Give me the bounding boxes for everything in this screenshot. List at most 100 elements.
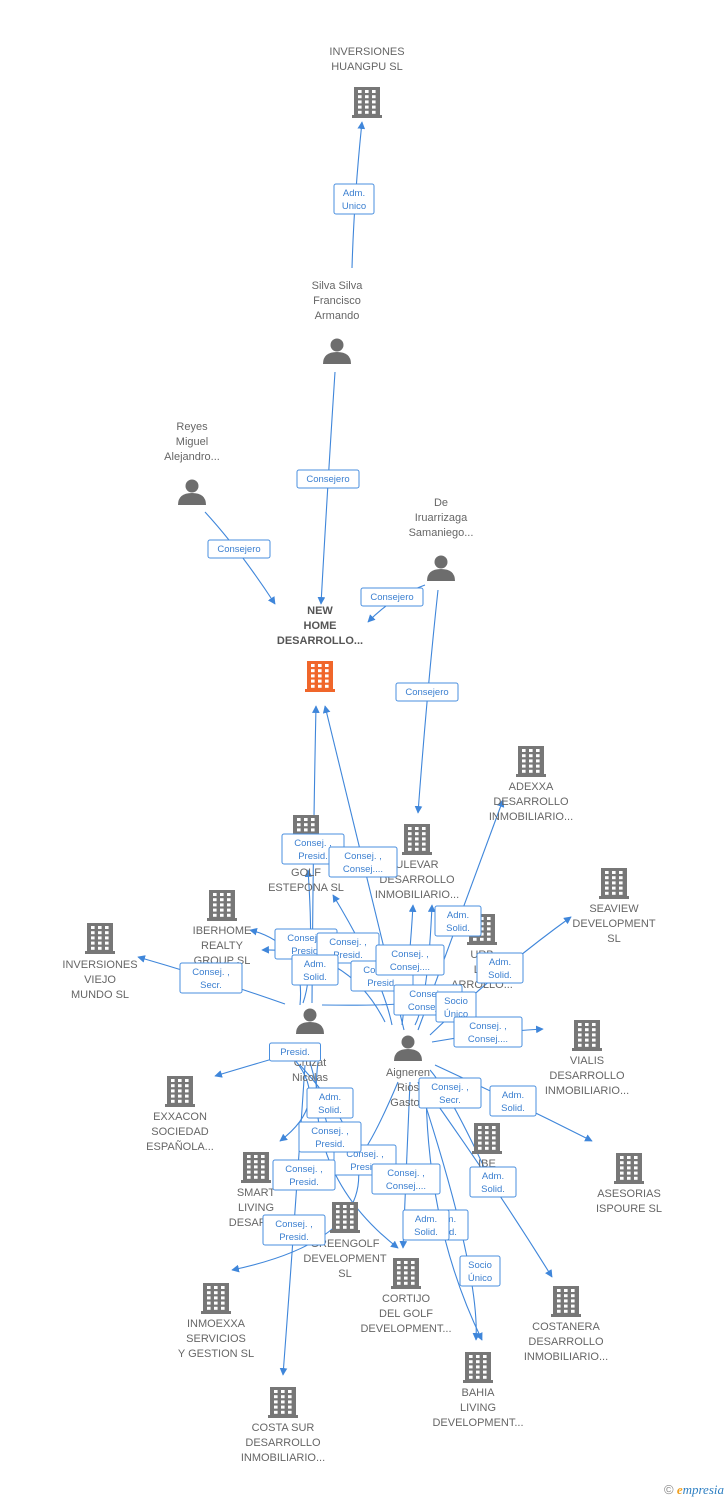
person-icon[interactable] [178, 479, 206, 506]
edge-label-text: Consej. , [431, 1082, 469, 1093]
edge-label-aigneren-to-bahia[interactable]: Adm.Solid. [402, 1209, 450, 1241]
edge-label-box[interactable] [296, 469, 360, 489]
edge-label-aigneren-to-asesorias[interactable]: Adm.Solid. [489, 1085, 537, 1117]
edge-label-box[interactable] [489, 1085, 537, 1117]
building-icon[interactable] [516, 746, 546, 777]
person-icon[interactable] [394, 1035, 422, 1062]
node-boulevar[interactable]: ULEVARDESARROLLOINMOBILIARIO... [375, 824, 459, 901]
person-icon[interactable] [427, 555, 455, 582]
building-icon[interactable] [599, 868, 629, 899]
edge-label-cruzat-to-costasur[interactable]: Consej. ,Presid. [262, 1214, 326, 1246]
node-label-line: LIVING [238, 1202, 274, 1214]
edge-label-deiru-to-newhome[interactable]: Consejero [360, 587, 424, 607]
building-icon[interactable] [305, 661, 335, 692]
edge-label-box[interactable] [418, 1077, 482, 1109]
edge-label-reyes-to-newhome[interactable]: Consejero [207, 539, 271, 559]
building-icon[interactable] [402, 824, 432, 855]
building-icon[interactable] [472, 1123, 502, 1154]
edge-label-box[interactable] [434, 905, 482, 937]
edge-label-box[interactable] [179, 962, 243, 994]
node-label-line: EXXACON [153, 1111, 207, 1123]
building-icon[interactable] [352, 87, 382, 118]
building-icon[interactable] [201, 1283, 231, 1314]
node-label-line: DESARROLLO [549, 1070, 625, 1082]
person-icon[interactable] [296, 1008, 324, 1035]
node-vialis[interactable]: VIALISDESARROLLOINMOBILIARIO... [545, 1020, 629, 1097]
building-icon[interactable] [241, 1152, 271, 1183]
edge-label-aigneren-to-boulevar[interactable]: Consej. ,Consej.... [375, 944, 445, 976]
node-label-line: COSTA SUR [252, 1422, 315, 1434]
building-icon[interactable] [85, 923, 115, 954]
node-label-line: INMOBILIARIO... [489, 811, 573, 823]
edge-label-aigneren-to-costanera[interactable]: Adm.Solid. [469, 1166, 517, 1198]
building-icon[interactable] [391, 1258, 421, 1289]
building-icon[interactable] [614, 1153, 644, 1184]
edge-label-text: Secr. [439, 1095, 461, 1106]
building-icon[interactable] [268, 1387, 298, 1418]
building-icon[interactable] [330, 1202, 360, 1233]
edge-label-aigneren-to-newhome[interactable]: Consej. ,Consej.... [328, 846, 398, 878]
edge-label-box[interactable] [476, 952, 524, 984]
edge-label-box[interactable] [402, 1209, 450, 1241]
edge-label-box[interactable] [459, 1255, 501, 1287]
edge-label-aigneren-to-cortijo[interactable]: Consej. ,Consej.... [371, 1163, 441, 1195]
edge-label-cruzat-to-cortijo[interactable]: Consej. ,Presid. [272, 1159, 336, 1191]
edge-label-cruzat-to-smart[interactable]: Adm.Solid. [306, 1087, 354, 1119]
node-costasur[interactable]: COSTA SURDESARROLLOINMOBILIARIO... [241, 1387, 325, 1464]
edge-label-box[interactable] [453, 1016, 523, 1048]
edge-label-box[interactable] [360, 587, 424, 607]
empresia-logo[interactable]: © empresia [664, 1482, 724, 1498]
node-exxacon[interactable]: EXXACONSOCIEDADESPAÑOLA... [146, 1076, 214, 1153]
edge-label-cruzat-to-greengolf[interactable]: Consej. ,Presid. [298, 1121, 362, 1153]
edge-label-box[interactable] [375, 944, 445, 976]
edge-label-box[interactable] [328, 846, 398, 878]
edge-label-box[interactable] [371, 1163, 441, 1195]
edge-label-box[interactable] [469, 1166, 517, 1198]
building-icon[interactable] [463, 1352, 493, 1383]
edge-label-box[interactable] [306, 1087, 354, 1119]
edge-label-aigneren-to-adexxa[interactable]: Adm.Solid. [434, 905, 482, 937]
edge-label-deiru-to-boulevar[interactable]: Consejero [395, 682, 459, 702]
edge-label-cruzat-to-exxacon[interactable]: Presid. [269, 1042, 321, 1062]
node-adexxa[interactable]: ADEXXADESARROLLOINMOBILIARIO... [489, 746, 573, 823]
node-reyes[interactable]: ReyesMiguelAlejandro... [164, 421, 220, 505]
node-newhome[interactable]: NEWHOMEDESARROLLO... [277, 605, 363, 692]
edge-label-box[interactable] [262, 1214, 326, 1246]
edge-label-silva-to-newhome[interactable]: Consejero [296, 469, 360, 489]
edge-label-aigneren-to-vialis[interactable]: Consej. ,Consej.... [453, 1016, 523, 1048]
building-icon[interactable] [165, 1076, 195, 1107]
edge-label-cruzat-to-marina[interactable]: Adm.Solid. [291, 954, 339, 986]
node-deiru[interactable]: DeIruarrizagaSamaniego... [409, 497, 474, 581]
edge-label-box[interactable] [298, 1121, 362, 1153]
edge-label-box[interactable] [269, 1042, 321, 1062]
edge-label-box[interactable] [272, 1159, 336, 1191]
building-icon[interactable] [551, 1286, 581, 1317]
edge-label-text: Consej.... [386, 1181, 426, 1192]
edge-label-aigneren-to-seaview[interactable]: Adm.Solid. [476, 952, 524, 984]
node-label-line: SMART [237, 1187, 276, 1199]
edge-label-aigneren-to-iberliving[interactable]: Consej. , Secr. [418, 1077, 482, 1109]
edge-label-silva-to-huangpu[interactable]: Adm.Unico [333, 183, 375, 215]
edge-label-box[interactable] [333, 183, 375, 215]
building-icon[interactable] [572, 1020, 602, 1051]
edge-label-box[interactable] [395, 682, 459, 702]
building-icon[interactable] [207, 890, 237, 921]
node-costanera[interactable]: COSTANERADESARROLLOINMOBILIARIO... [524, 1286, 608, 1363]
edge-label-cruzat-to-viejo[interactable]: Consej. ,Secr. [179, 962, 243, 994]
person-icon[interactable] [323, 338, 351, 365]
edge-label-box[interactable] [207, 539, 271, 559]
node-bahia[interactable]: BAHIALIVINGDEVELOPMENT... [432, 1352, 524, 1429]
edge-label-box[interactable] [291, 954, 339, 986]
